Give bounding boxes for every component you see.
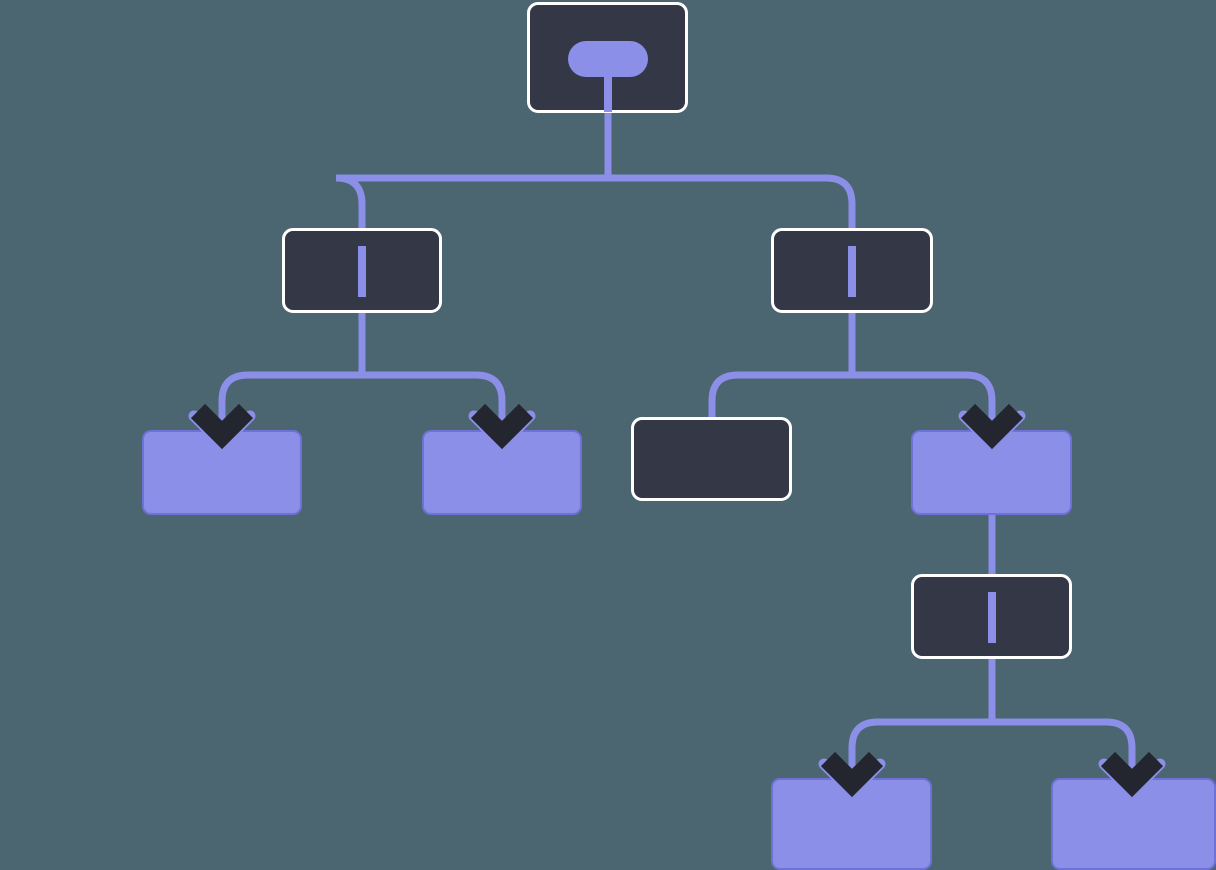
root-stem-icon xyxy=(604,68,612,112)
node-branch-right-throughline xyxy=(848,246,856,297)
node-terminal-1[interactable] xyxy=(631,417,792,501)
node-leaf-4[interactable] xyxy=(771,778,932,870)
node-leaf-3[interactable] xyxy=(911,430,1072,515)
node-leaf-1[interactable] xyxy=(142,430,302,515)
node-branch-left-throughline xyxy=(358,246,366,297)
node-leaf-5[interactable] xyxy=(1051,778,1216,870)
node-leaf-2[interactable] xyxy=(422,430,582,515)
node-branch-deep-throughline xyxy=(988,592,996,643)
